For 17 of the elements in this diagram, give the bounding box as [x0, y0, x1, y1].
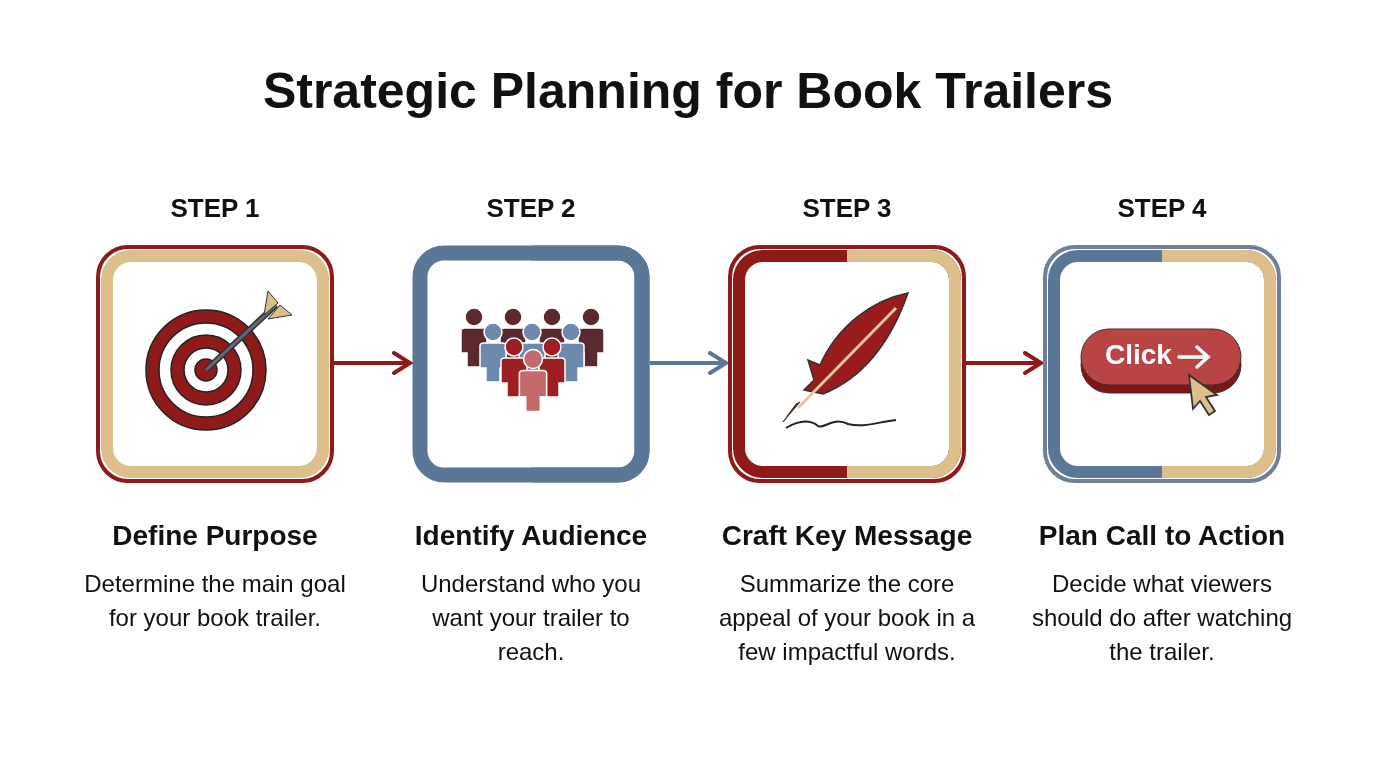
step-number: STEP 1: [169, 193, 261, 224]
step-heading: Identify Audience: [413, 520, 649, 552]
step-description: Summarize the core appeal of your book in a few impactful words.: [717, 569, 977, 667]
arrow: [650, 351, 728, 375]
step-description: Decide what viewers should do after watching the trailer.: [1031, 569, 1293, 667]
step-number: STEP 3: [801, 193, 893, 224]
step-heading: Craft Key Message: [720, 520, 974, 552]
step-description: Determine the main goal for your book trailer.: [84, 569, 346, 633]
step-number: STEP 2: [485, 193, 577, 224]
step-description: Understand who you want your trailer to reach.: [419, 569, 643, 667]
title: Strategic Planning for Book Trailers: [261, 62, 1115, 120]
step-number: STEP 4: [1116, 193, 1208, 224]
button-label: Click: [1105, 339, 1172, 371]
step-heading: Define Purpose: [111, 520, 319, 552]
step-heading: Plan Call to Action: [1037, 520, 1287, 552]
arrow: [966, 351, 1043, 375]
arrow: [334, 351, 412, 375]
